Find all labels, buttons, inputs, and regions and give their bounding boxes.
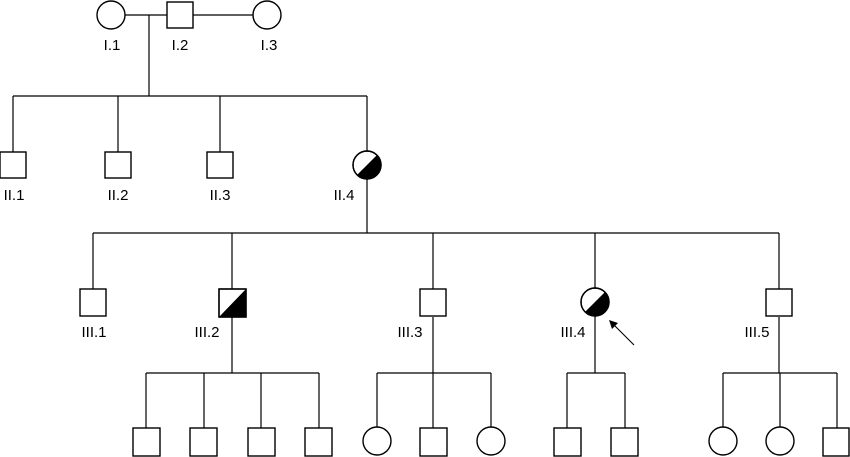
individual-label-iii4: III.4 xyxy=(560,324,585,341)
male-symbol[interactable] xyxy=(132,427,161,457)
individual-label-iii1: III.1 xyxy=(81,324,106,341)
generation-1: I.1 I.2 I.3 xyxy=(96,0,282,54)
male-symbol[interactable] xyxy=(189,427,218,457)
male-symbol[interactable] xyxy=(247,427,276,457)
individual-label-ii2: II.2 xyxy=(108,187,129,204)
female-symbol-i3[interactable] xyxy=(252,0,282,30)
female-symbol-i1[interactable] xyxy=(96,0,126,30)
male-symbol-ii2[interactable] xyxy=(104,151,132,179)
female-symbol[interactable] xyxy=(476,426,506,456)
male-symbol[interactable] xyxy=(610,427,639,457)
individual-label-i3: I.3 xyxy=(261,37,278,54)
generation-3: III.1 III.2 III.3 III.4 III.5 xyxy=(79,287,793,346)
individual-label-iii5: III.5 xyxy=(744,324,769,341)
male-symbol-ii1[interactable] xyxy=(0,151,27,179)
male-symbol-ii3[interactable] xyxy=(206,151,234,179)
female-symbol[interactable] xyxy=(362,426,392,456)
male-symbol[interactable] xyxy=(419,427,448,457)
female-half-filled-symbol-ii4[interactable] xyxy=(352,150,382,180)
individual-label-iii2: III.2 xyxy=(194,324,219,341)
connector-lines xyxy=(12,14,838,428)
individual-label-iii3: III.3 xyxy=(397,324,422,341)
male-symbol-i2[interactable] xyxy=(166,1,194,29)
male-symbol-iii5[interactable] xyxy=(765,288,793,317)
individual-label-ii4: II.4 xyxy=(334,187,355,204)
male-symbol-iii3[interactable] xyxy=(419,288,447,317)
generation-4 xyxy=(132,426,850,457)
individual-label-ii3: II.3 xyxy=(210,187,231,204)
female-symbol[interactable] xyxy=(708,426,738,456)
proband-arrow-icon xyxy=(609,320,635,346)
male-symbol[interactable] xyxy=(553,427,582,457)
female-symbol[interactable] xyxy=(765,426,795,456)
individual-label-i2: I.2 xyxy=(172,37,189,54)
individual-label-ii1: II.1 xyxy=(4,187,25,204)
male-symbol[interactable] xyxy=(304,427,333,457)
individual-label-i1: I.1 xyxy=(104,37,121,54)
male-half-filled-symbol-iii2[interactable] xyxy=(218,288,247,318)
male-symbol-iii1[interactable] xyxy=(79,288,107,317)
male-symbol[interactable] xyxy=(822,427,850,457)
female-half-filled-symbol-iii4[interactable] xyxy=(580,287,610,317)
generation-2: II.1 II.2 II.3 II.4 xyxy=(0,150,382,204)
